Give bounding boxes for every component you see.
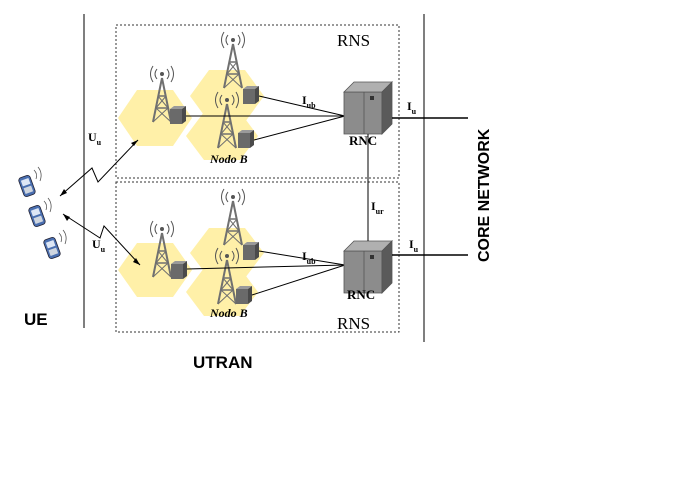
iu-label-bottom: Iu <box>409 237 419 254</box>
iu-label-top: Iu <box>407 99 417 116</box>
rns-label-top: RNS <box>337 31 370 50</box>
iub-links-top <box>186 95 346 141</box>
radio-tower-icon <box>220 188 246 246</box>
mobile-phone-icon <box>17 174 37 198</box>
iub-label-bottom: Iub <box>302 249 316 266</box>
rnc-server-icon <box>343 240 393 294</box>
uu-label-top: Uu <box>88 130 102 147</box>
rnc-label-bottom: RNC <box>347 287 375 302</box>
uu-radio-link-top <box>59 139 139 197</box>
radio-tower-icon <box>220 31 246 89</box>
cells-top <box>118 70 264 160</box>
uu-label-bottom: Uu <box>92 237 106 254</box>
uu-radio-link-bottom <box>62 213 141 266</box>
node-b-icon <box>243 86 259 104</box>
iub-links-bottom <box>186 250 346 296</box>
node-b-icon <box>243 242 259 260</box>
nodo-b-label-bottom: Nodo B <box>209 306 248 320</box>
node-b-icon <box>236 286 252 304</box>
iur-label: Iur <box>371 199 384 216</box>
utran-label: UTRAN <box>193 353 253 372</box>
node-b-icon <box>171 261 187 279</box>
signal-waves-icon <box>33 166 67 245</box>
iub-label-top: Iub <box>302 93 316 110</box>
node-b-icon <box>238 130 254 148</box>
rns-box-top <box>115 24 400 179</box>
node-b-icon <box>170 106 186 124</box>
mobile-phone-icon <box>42 236 62 260</box>
ue-label: UE <box>24 310 48 329</box>
core-network-label: CORE NETWORK <box>476 128 493 262</box>
rnc-server-icon <box>343 81 393 135</box>
rnc-label-top: RNC <box>349 133 377 148</box>
nodo-b-label-top: Nodo B <box>209 152 248 166</box>
rns-box-bottom <box>115 181 400 333</box>
mobile-phone-icon <box>27 204 47 228</box>
rns-label-bottom: RNS <box>337 314 370 333</box>
